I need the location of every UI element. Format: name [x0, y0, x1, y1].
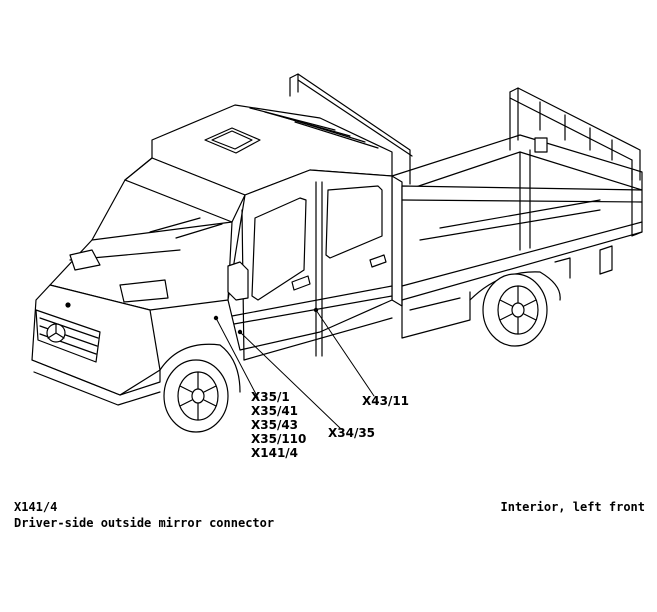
caption-description: Driver-side outside mirror connector — [14, 516, 275, 530]
cab-body — [31, 104, 393, 406]
callout-x35-110: X35/110 — [251, 432, 307, 446]
leader-lines — [215, 309, 375, 429]
callout-x141-4: X141/4 — [251, 446, 299, 460]
callout-x35-1: X35/1 — [251, 390, 290, 404]
leader-x141-group — [215, 317, 259, 399]
front-wheel — [159, 343, 241, 433]
callout-x35-41: X35/41 — [251, 404, 299, 418]
cargo-bed — [289, 73, 643, 339]
callout-x34-35: X34/35 — [328, 426, 376, 440]
callout-group-left: X35/1 X35/41 X35/43 X35/110 X141/4 — [251, 390, 306, 460]
connector-points — [213, 307, 319, 335]
leader-x34-35 — [239, 331, 341, 429]
caption-location: Interior, left front — [500, 500, 646, 514]
callout-x43-11: X43/11 — [362, 394, 410, 408]
caption-code: X141/4 — [14, 500, 58, 514]
leader-x43-11 — [315, 309, 375, 397]
callout-x35-43: X35/43 — [251, 418, 299, 432]
rear-wheel — [469, 271, 561, 347]
